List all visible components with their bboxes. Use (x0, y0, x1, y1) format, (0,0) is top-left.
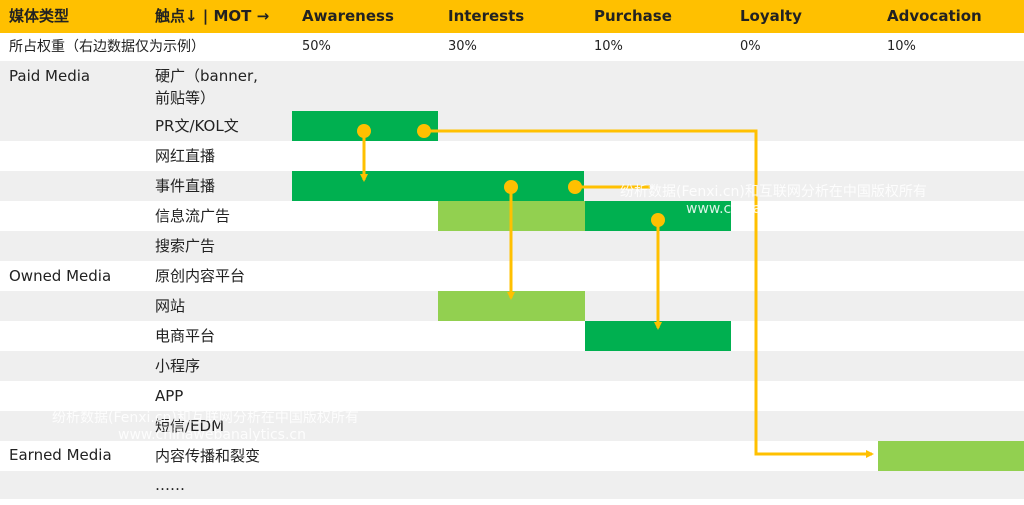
touchpoint-website: 网站 (155, 297, 186, 315)
row-band-content-viral (0, 441, 1024, 471)
bar-event-live-awareness-interests (292, 171, 584, 201)
weight-advocation: 10% (887, 39, 916, 54)
media-group-earned: Earned Media (9, 446, 112, 464)
touchpoint-event-live: 事件直播 (155, 177, 216, 195)
watermark-bottom-line2: www.chinawebanalytics.cn (118, 427, 306, 443)
watermark-bottom-line1: 纷析数据(Fenxi.cn)和互联网分析在中国版权所有 (52, 410, 359, 426)
header-bar (0, 0, 1024, 33)
touchpoint-sms-edm: 短信/EDM (155, 417, 225, 435)
header-stage-awareness: Awareness (302, 7, 394, 25)
weights-row (0, 33, 1024, 61)
weight-loyalty: 0% (740, 39, 761, 54)
weight-awareness: 50% (302, 39, 331, 54)
row-band-original-content (0, 261, 1024, 291)
touchpoint-content-viral: 内容传播和裂变 (155, 447, 261, 465)
weight-purchase: 10% (594, 39, 623, 54)
touchpoint-influencer-live: 网红直播 (155, 147, 216, 165)
header-media-type: 媒体类型 (9, 7, 70, 25)
touchpoint-search-ads: 搜索广告 (155, 237, 216, 255)
row-band-banner (0, 61, 1024, 111)
header-stage-advocation: Advocation (887, 7, 982, 25)
bar-content-viral-advocation (878, 441, 1024, 471)
weight-interests: 30% (448, 39, 477, 54)
row-band-more (0, 471, 1024, 499)
watermark-top-line2: www.chinawebanalytics.cn (686, 201, 874, 217)
header-stage-loyalty: Loyalty (740, 7, 802, 25)
bar-pr-kol-awareness (292, 111, 438, 141)
row-band-pr-kol (0, 111, 1024, 141)
touchpoint-banner: 硬广（banner, 前贴等） (155, 67, 258, 107)
bar-website-interests (438, 291, 585, 321)
touchpoint-app: APP (155, 387, 184, 405)
header-stage-purchase: Purchase (594, 7, 672, 25)
touchpoint-mini-program: 小程序 (155, 357, 201, 375)
media-group-paid: Paid Media (9, 67, 91, 85)
weights-label: 所占权重（右边数据仅为示例） (9, 39, 205, 55)
touchpoint-ecommerce: 电商平台 (155, 327, 216, 345)
bar-feed-ads-interests (438, 201, 585, 231)
touchpoint-original-content: 原创内容平台 (155, 267, 246, 285)
watermark-top-line1: 纷析数据(Fenxi.cn)和互联网分析在中国版权所有 (620, 184, 927, 200)
row-band-influencer-live (0, 141, 1024, 171)
row-band-mini-program (0, 351, 1024, 381)
media-group-owned: Owned Media (9, 267, 112, 285)
touchpoint-more: …… (155, 476, 185, 494)
bar-ecommerce-purchase (585, 321, 731, 351)
row-band-search-ads (0, 231, 1024, 261)
touchpoint-feed-ads: 信息流广告 (155, 207, 231, 225)
header-stage-interests: Interests (448, 7, 525, 25)
header-touchpoint-mot: 触点↓ | MOT → (155, 7, 270, 25)
touchpoint-pr-kol: PR文/KOL文 (155, 117, 239, 135)
row-band-ecommerce (0, 321, 1024, 351)
